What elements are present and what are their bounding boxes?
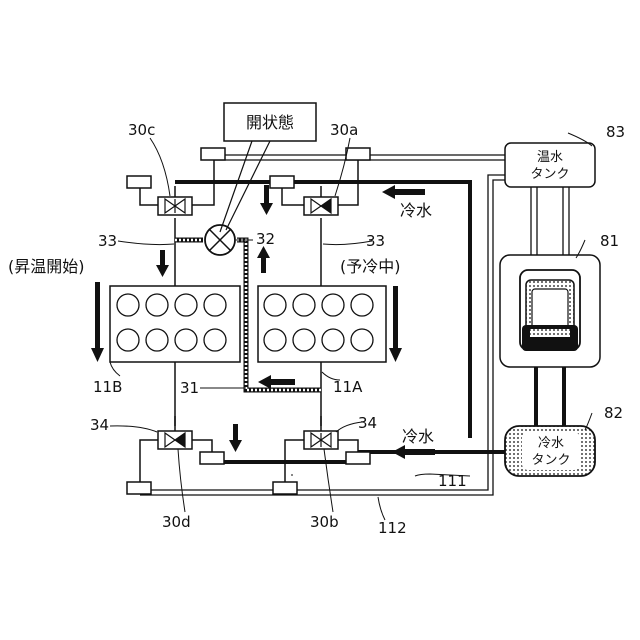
ref-30b: 30b (310, 513, 339, 531)
t-junction-6 (200, 452, 224, 464)
t-junction-8 (346, 452, 370, 464)
arrow-down-30d (229, 424, 242, 452)
cold-top-label: 冷水 (400, 201, 432, 220)
ref-83: 83 (606, 123, 625, 141)
hot-tank-line1: 温水 (537, 150, 563, 165)
ref-33-left: 33 (98, 232, 117, 250)
ref-111: 111 (438, 472, 467, 490)
t-junction-2 (201, 148, 225, 160)
adsorber-11A (258, 286, 386, 362)
valve-30b (304, 431, 338, 449)
arrow-down-left-long (91, 282, 104, 362)
valve-30d (158, 431, 192, 449)
ref-11B: 11B (93, 378, 122, 396)
arrow-down-11b-in (156, 250, 169, 277)
valve-30c (158, 197, 192, 215)
state-right-label: (予冷中) (340, 257, 401, 276)
arrow-bypass-left (258, 375, 295, 389)
state-left-label: (昇温開始) (8, 257, 85, 276)
valve-32 (205, 225, 235, 255)
t-junction-7 (273, 482, 297, 494)
cold-bottom-label: 冷水 (402, 427, 434, 446)
hot-tank-line2: タンク (530, 167, 569, 182)
right-lower-return (336, 440, 358, 452)
ref-82: 82 (604, 404, 623, 422)
t-junction-1 (127, 176, 151, 188)
valve-30a (304, 197, 338, 215)
arrow-down-right-long (389, 286, 402, 362)
ref-112: 112 (378, 519, 407, 537)
callout-text: 開状態 (246, 113, 294, 132)
cold-tank-line2: タンク (531, 453, 570, 468)
t-junction-3 (270, 176, 294, 188)
adsorber-11B (110, 286, 240, 362)
ref-11A: 11A (333, 378, 363, 396)
arrow-down-30c (260, 185, 273, 215)
arrow-cold-bottom-left (392, 445, 435, 459)
ref-34-right: 34 (358, 414, 377, 432)
cold-tank-line1: 冷水 (538, 436, 564, 451)
chiller-81 (500, 255, 600, 367)
ref-30a: 30a (330, 121, 358, 139)
left-lower-return (190, 440, 212, 452)
arrow-cold-top-left (382, 185, 425, 199)
ref-30d: 30d (162, 513, 191, 531)
ref-81: 81 (600, 232, 619, 250)
arrow-up-bypass (257, 246, 270, 273)
upper-left-t (140, 186, 160, 205)
t-junction-4 (346, 148, 370, 160)
t-junction-5 (127, 482, 151, 494)
ref-31: 31 (180, 379, 199, 397)
ref-34-left: 34 (90, 416, 109, 434)
upper-right-t (282, 186, 306, 205)
ref-33-right: 33 (366, 232, 385, 250)
ref-32: 32 (256, 230, 275, 248)
lower-left-branch (140, 440, 160, 482)
cold-water-tank-82 (505, 426, 595, 476)
ref-30c: 30c (128, 121, 155, 139)
